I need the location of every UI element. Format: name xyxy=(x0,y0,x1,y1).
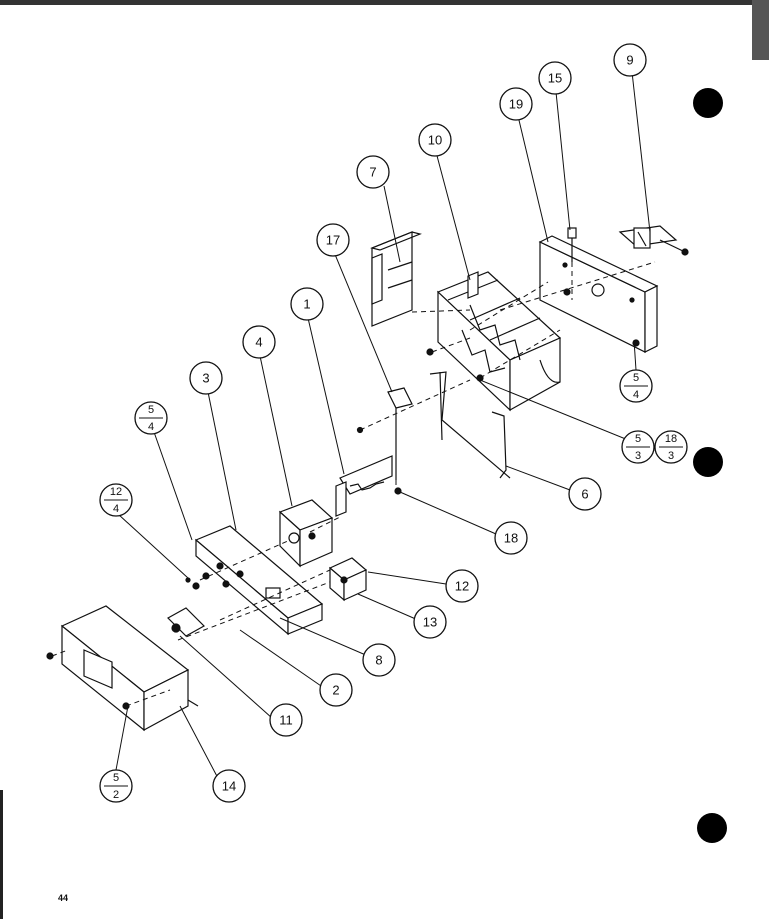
callout-1-label: 1 xyxy=(303,297,310,312)
callout-11-label: 11 xyxy=(279,713,293,728)
scan-edge-top xyxy=(0,0,769,5)
part-9-bracket xyxy=(618,225,689,256)
part-6-wire-harness xyxy=(429,371,511,479)
part-1-board-bracket xyxy=(335,455,393,517)
callout-15: 15 xyxy=(538,61,572,95)
leader-lines xyxy=(115,71,651,783)
callout-8: 8 xyxy=(362,643,396,677)
callout-9: 9 xyxy=(613,43,647,77)
callout-14: 14 xyxy=(212,769,246,803)
callout-4: 4 xyxy=(242,325,276,359)
callout-10: 10 xyxy=(418,123,452,157)
callout-2: 2 xyxy=(319,673,353,707)
assembly-lines xyxy=(51,261,656,707)
fraction-5-3-den: 3 xyxy=(635,450,641,462)
callout-13-label: 13 xyxy=(423,615,437,630)
fraction-callout-5-4-right: 5 4 xyxy=(619,369,653,403)
callout-7: 7 xyxy=(356,155,390,189)
callout-6-label: 6 xyxy=(581,487,588,502)
part-14-cover xyxy=(46,605,199,732)
punch-hole-bottom xyxy=(697,813,727,843)
callout-7-label: 7 xyxy=(369,165,376,180)
fraction-callout-12-4: 12 4 xyxy=(99,483,133,517)
part-13-box xyxy=(328,557,368,602)
punch-hole-middle xyxy=(693,447,723,477)
fraction-18-3-num: 18 xyxy=(665,433,677,445)
callout-14-label: 14 xyxy=(222,779,236,794)
fraction-callout-5-4-left: 5 4 xyxy=(134,401,168,435)
callout-17-label: 17 xyxy=(326,233,340,248)
fraction-5-4-right-den: 4 xyxy=(633,389,639,401)
callout-12-label: 12 xyxy=(455,579,469,594)
page-number: 44 xyxy=(58,893,69,903)
callout-6: 6 xyxy=(568,477,602,511)
callout-8-label: 8 xyxy=(375,653,382,668)
fraction-5-3-num: 5 xyxy=(635,433,641,445)
callout-9-label: 9 xyxy=(626,53,633,68)
callout-3-label: 3 xyxy=(202,371,209,386)
callout-18-label: 18 xyxy=(504,531,518,546)
fraction-18-3-den: 3 xyxy=(668,450,674,462)
fraction-5-2-den: 2 xyxy=(113,789,119,801)
callout-12: 12 xyxy=(445,569,479,603)
callout-1: 1 xyxy=(290,287,324,321)
fraction-callout-5-2: 5 2 xyxy=(99,769,133,803)
callout-2-label: 2 xyxy=(332,683,339,698)
callout-18: 18 xyxy=(494,521,528,555)
part-19-back-plate xyxy=(538,235,659,353)
callout-13: 13 xyxy=(413,605,447,639)
fraction-5-2-num: 5 xyxy=(113,772,119,784)
fraction-5-4-left-num: 5 xyxy=(148,404,154,416)
part-11-switch xyxy=(167,607,205,637)
part-4-relay xyxy=(278,499,334,568)
callout-15-label: 15 xyxy=(548,71,562,86)
callout-19: 19 xyxy=(499,87,533,121)
fraction-5-4-left-den: 4 xyxy=(148,421,154,433)
part-7-shield xyxy=(370,231,422,327)
punch-hole-top xyxy=(693,88,723,118)
part-10-ice-maker xyxy=(426,271,562,412)
callout-17: 17 xyxy=(316,223,350,257)
fraction-5-4-right-num: 5 xyxy=(633,372,639,384)
fraction-callout-18-3: 18 3 xyxy=(654,430,688,464)
callout-4-label: 4 xyxy=(255,335,262,350)
fraction-12-4-den: 4 xyxy=(113,503,119,515)
callout-10-label: 10 xyxy=(428,133,442,148)
scan-edge-right xyxy=(752,0,769,60)
fraction-12-4-num: 12 xyxy=(110,486,122,498)
part-drawings xyxy=(46,225,689,732)
callout-3: 3 xyxy=(189,361,223,395)
part-15-clip xyxy=(567,227,577,262)
scan-edge-left xyxy=(0,790,3,919)
callout-11: 11 xyxy=(269,703,303,737)
fraction-callout-5-3: 5 3 xyxy=(621,430,655,464)
callout-19-label: 19 xyxy=(509,97,523,112)
